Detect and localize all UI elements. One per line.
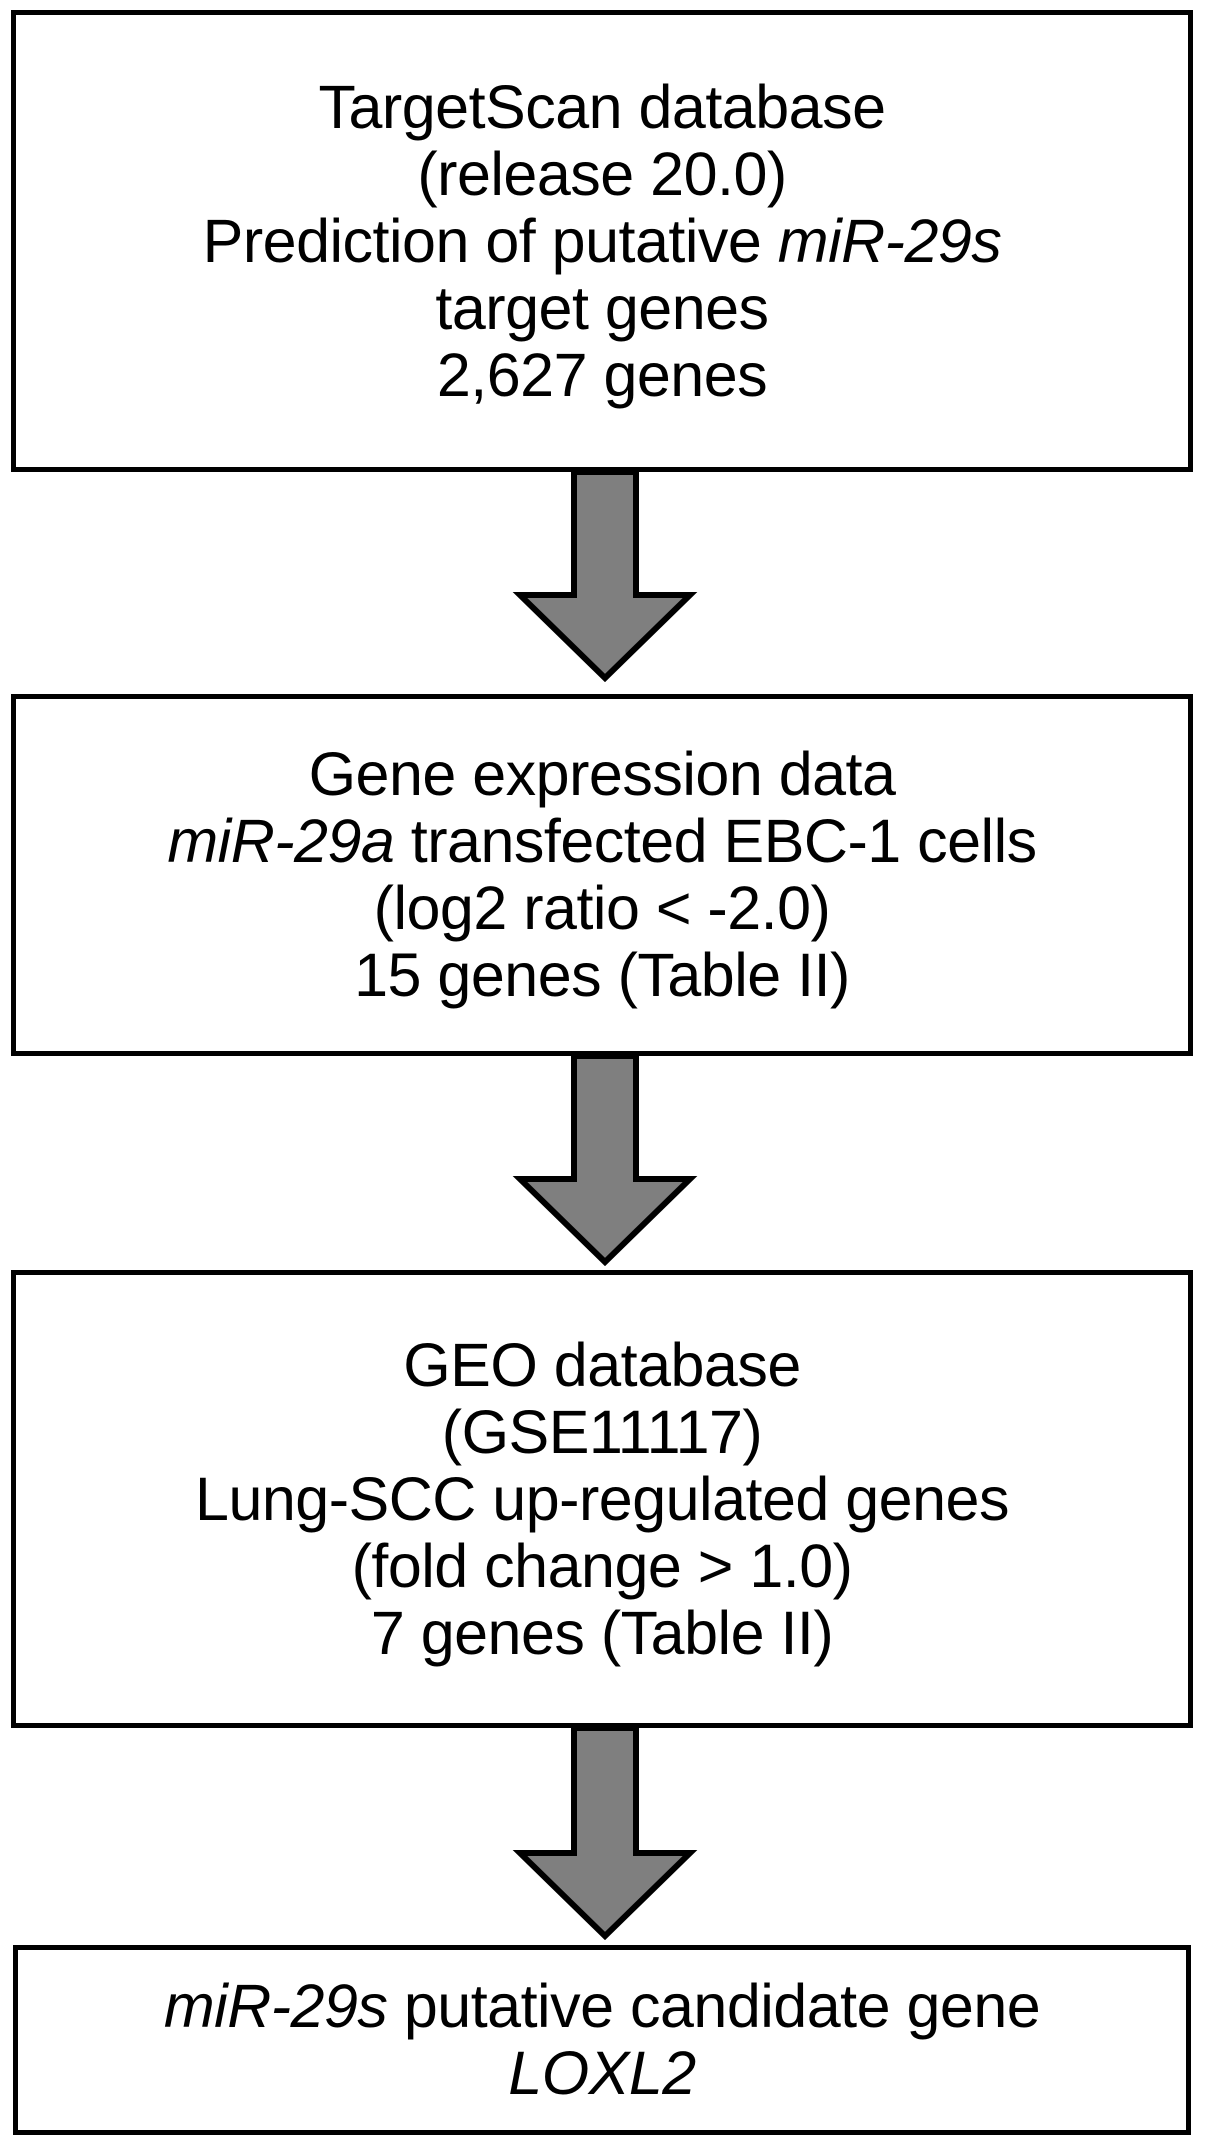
node-geo-line-1: GEO database xyxy=(403,1330,801,1399)
arrow-expression-to-geo xyxy=(0,1056,1205,1266)
node-targetscan-line-1: TargetScan database xyxy=(318,72,886,141)
node-expression-line-2-text: transfected EBC-1 cells xyxy=(394,807,1037,875)
node-candidate-line-1-emphasis: miR-29s xyxy=(163,1972,388,2040)
node-gene-expression-data: Gene expression data miR-29a transfected… xyxy=(11,694,1193,1056)
node-expression-line-2: miR-29a transfected EBC-1 cells xyxy=(167,807,1037,875)
node-targetscan-line-3: Prediction of putative miR-29s xyxy=(202,206,1002,275)
down-arrow-icon xyxy=(512,1728,698,1940)
node-targetscan-line-3-emphasis: miR-29s xyxy=(777,206,1002,275)
node-targetscan-line-2: (release 20.0) xyxy=(417,139,787,208)
arrow-targetscan-to-expression xyxy=(0,472,1205,682)
node-targetscan-line-5: 2,627 genes xyxy=(436,340,768,409)
node-expression-line-4: 15 genes (Table II) xyxy=(354,941,850,1009)
node-candidate-line-1: miR-29s putative candidate gene xyxy=(163,1972,1041,2040)
node-expression-line-2-emphasis: miR-29a xyxy=(167,807,395,875)
node-expression-line-1: Gene expression data xyxy=(308,740,896,808)
down-arrow-icon xyxy=(512,472,698,682)
node-candidate-gene: miR-29s putative candidate gene LOXL2 xyxy=(13,1945,1191,2135)
node-candidate-line-2: LOXL2 xyxy=(508,2039,696,2107)
arrow-geo-to-candidate xyxy=(0,1728,1205,1940)
node-geo-line-3: Lung-SCC up-regulated genes xyxy=(195,1464,1009,1533)
node-candidate-line-1-text: putative candidate gene xyxy=(387,1972,1041,2040)
node-targetscan-line-3-text: Prediction of putative xyxy=(202,206,778,275)
node-geo-line-4: (fold change > 1.0) xyxy=(351,1531,853,1600)
node-targetscan-line-4: target genes xyxy=(435,273,769,342)
node-geo-line-5: 7 genes (Table II) xyxy=(370,1598,834,1667)
node-targetscan-database: TargetScan database (release 20.0) Predi… xyxy=(11,10,1193,472)
node-geo-database: GEO database (GSE11117) Lung-SCC up-regu… xyxy=(11,1270,1193,1728)
node-geo-line-2: (GSE11117) xyxy=(441,1397,763,1466)
down-arrow-icon xyxy=(512,1056,698,1266)
node-expression-line-3: (log2 ratio < -2.0) xyxy=(373,874,831,942)
